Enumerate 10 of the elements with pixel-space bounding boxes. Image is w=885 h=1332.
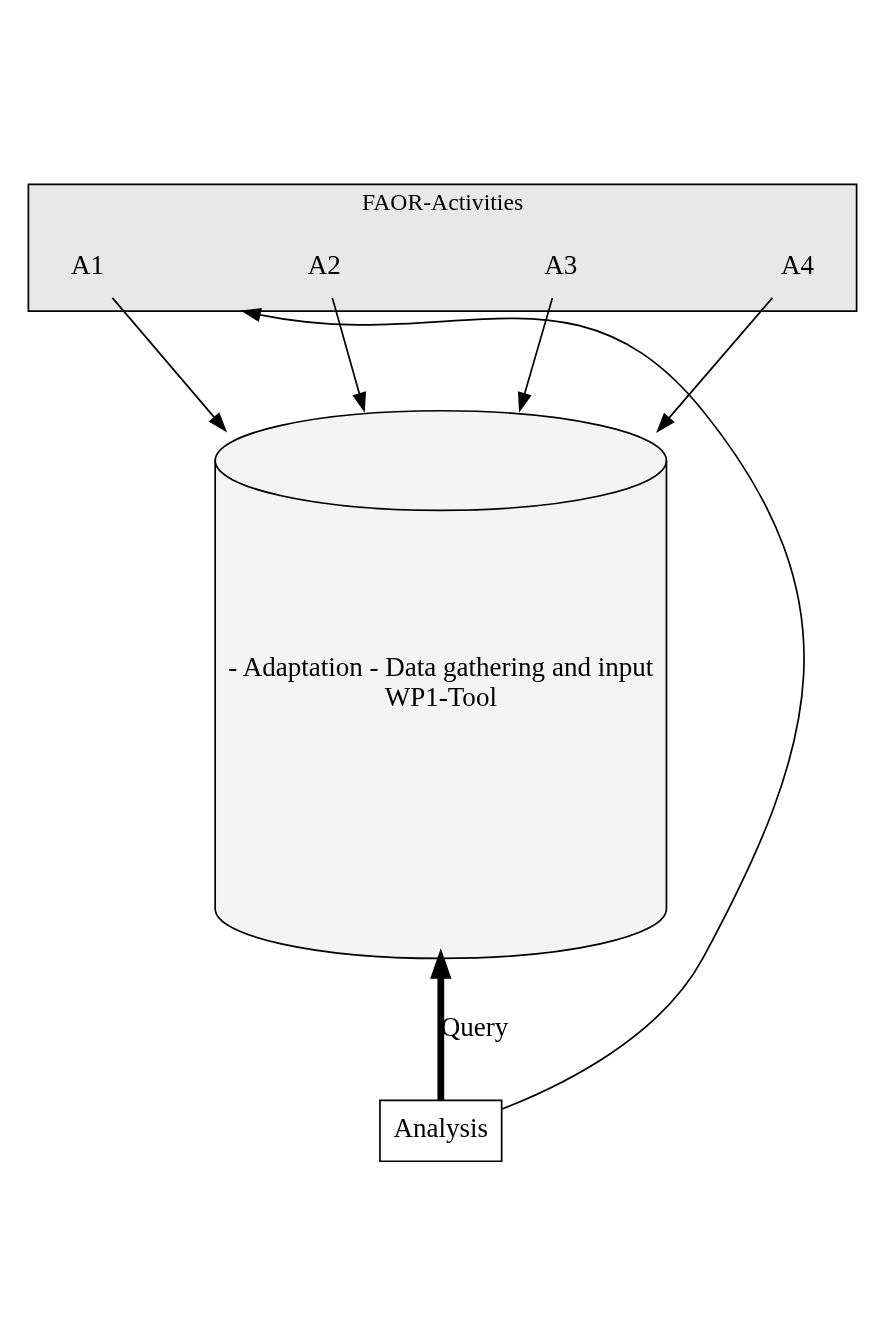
node-text: A2 xyxy=(307,249,341,280)
arrow xyxy=(111,297,228,433)
arrow xyxy=(656,297,774,433)
node-text: A4 xyxy=(780,249,814,280)
node-text: A3 xyxy=(544,249,578,280)
node-text: A1 xyxy=(71,249,105,280)
arrow xyxy=(331,297,367,413)
arrow xyxy=(517,297,554,413)
arrow xyxy=(240,308,805,1110)
node-box: Analysis xyxy=(379,1099,503,1163)
